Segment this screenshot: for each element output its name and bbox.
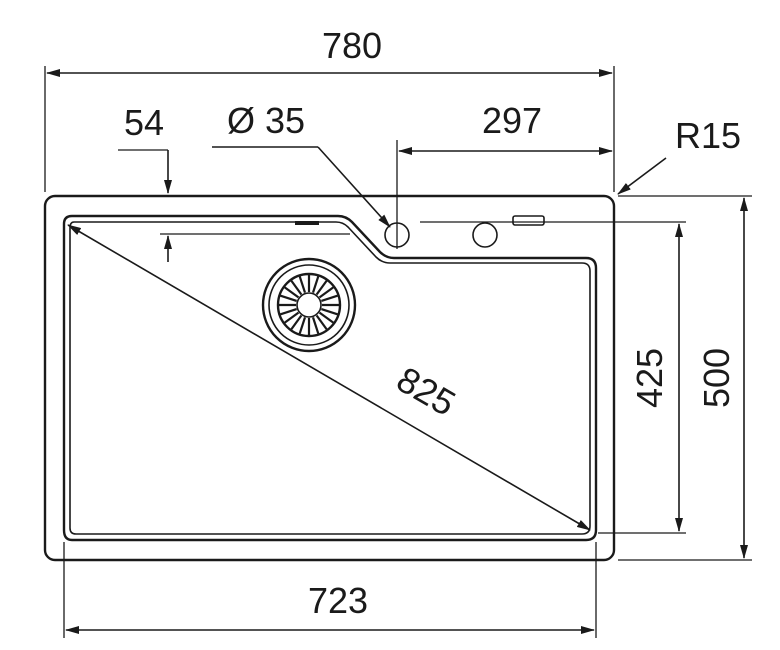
soap-slot-icon — [512, 215, 545, 226]
label-bowl-depth: 425 — [629, 348, 670, 408]
dimension-tap-hole-offset: 297 — [396, 100, 613, 249]
dimension-bowl-width: 723 — [63, 542, 597, 638]
overflow-slot — [295, 221, 319, 225]
drain-spoke — [311, 276, 320, 293]
drain-spoke — [321, 307, 338, 316]
sink-outer-frame — [43, 194, 616, 562]
dimension-tap-hole-diameter: Ø 35 — [212, 100, 391, 228]
dimension-bowl-depth: 425 — [420, 221, 686, 534]
label-diagonal: 825 — [390, 358, 463, 424]
drain-spoke — [280, 294, 297, 303]
label-tap-hole-offset: 297 — [482, 100, 542, 141]
drain-spoke — [298, 317, 307, 334]
label-bowl-width: 723 — [308, 580, 368, 621]
drain-spoke — [280, 307, 297, 316]
label-corner-radius: R15 — [675, 115, 741, 156]
label-tap-hole-diameter: Ø 35 — [227, 100, 305, 141]
dimension-corner-radius: R15 — [617, 115, 741, 195]
drain-spoke — [311, 317, 320, 334]
drain-strainer-icon — [261, 257, 357, 353]
accessory-hole-icon — [472, 222, 498, 248]
drain-spoke — [298, 276, 307, 293]
label-ledge-depth: 54 — [124, 102, 164, 143]
dimension-overall-depth: 500 — [618, 195, 752, 561]
bowl-outline — [62, 214, 598, 542]
label-overall-depth: 500 — [696, 348, 737, 408]
drain-spoke — [321, 294, 338, 303]
label-overall-width: 780 — [322, 25, 382, 66]
dimension-ledge-depth: 54 — [118, 102, 350, 262]
dimension-overall-width: 780 — [44, 25, 615, 192]
